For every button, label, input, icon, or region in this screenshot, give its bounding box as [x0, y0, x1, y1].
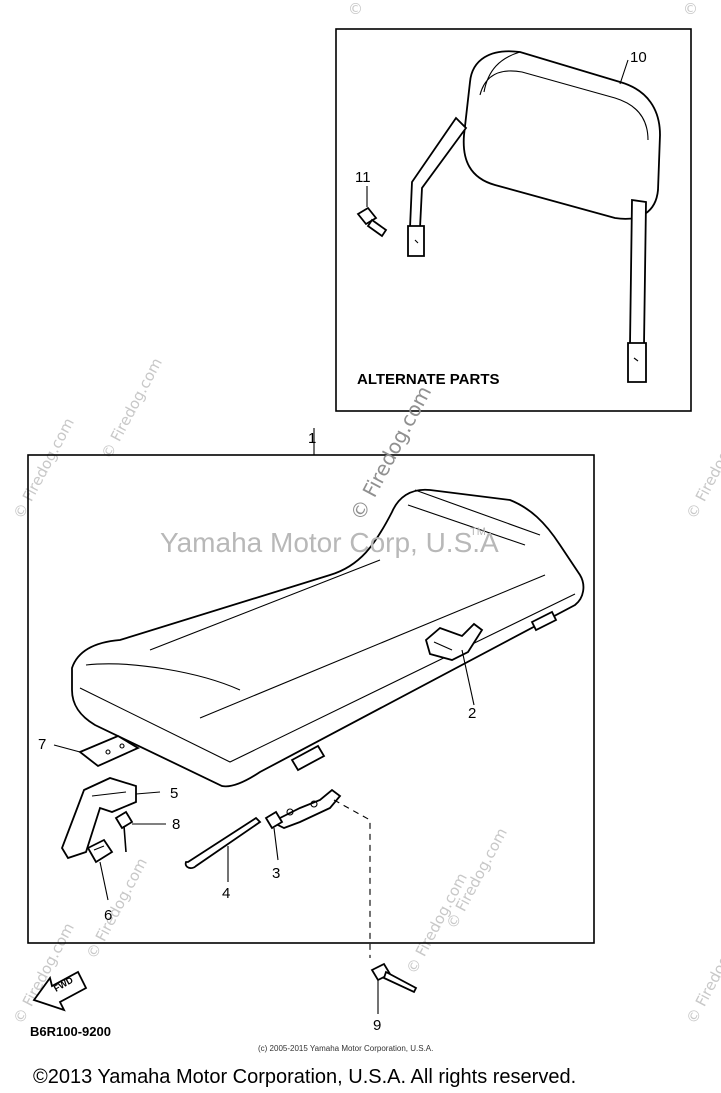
main-assembly-frame — [27, 454, 595, 944]
watermark-copyright-top-center: © — [348, 0, 363, 18]
bracket-plate — [78, 734, 140, 768]
callout-11: 11 — [355, 169, 371, 186]
watermark-yamaha-center: Yamaha Motor Corp, U.S.A — [160, 527, 499, 558]
watermark-left-lower: © Firedog.com — [83, 855, 151, 962]
callout-9: 9 — [373, 1017, 381, 1034]
callout-5: 5 — [170, 785, 178, 802]
callout-1: 1 — [308, 430, 316, 447]
backrest-frame — [407, 116, 647, 383]
seat-bracket — [61, 777, 137, 860]
lock-rod — [184, 816, 262, 869]
alternate-parts-title: ALTERNATE PARTS — [357, 371, 500, 388]
leader-9-dashed — [333, 799, 371, 958]
watermark-right-bottom: © Firedog.com — [683, 920, 721, 1027]
leader-10 — [619, 59, 629, 85]
leader-7 — [53, 744, 81, 753]
callout-8: 8 — [172, 816, 180, 833]
callout-3: 3 — [272, 865, 280, 882]
diagram-code: B6R100-9200 — [30, 1024, 111, 1039]
backrest-pad — [462, 50, 661, 220]
watermark-trademark: TM — [470, 526, 486, 538]
seat-tag — [424, 622, 484, 661]
footer-copyright: ©2013 Yamaha Motor Corporation, U.S.A. A… — [33, 1066, 576, 1088]
rivet — [114, 810, 134, 853]
seat-hinges — [290, 610, 558, 772]
watermark-right-mid: © Firedog.com — [683, 415, 721, 522]
leader-3 — [273, 827, 279, 861]
screw — [370, 962, 418, 994]
bolt — [356, 206, 388, 238]
small-copyright: (c) 2005-2015 Yamaha Motor Corporation, … — [258, 1044, 433, 1053]
watermark-left-bottom: © Firedog.com — [10, 920, 78, 1027]
callout-2: 2 — [468, 705, 476, 722]
callout-7: 7 — [38, 736, 46, 753]
watermark-left-mid: © Firedog.com — [10, 415, 78, 522]
callout-10: 10 — [630, 49, 647, 66]
watermark-copyright-top-right: © — [683, 0, 698, 18]
grommet — [86, 838, 114, 864]
callout-6: 6 — [104, 907, 112, 924]
leader-5 — [135, 791, 161, 795]
watermark-left-upper: © Firedog.com — [98, 355, 166, 462]
alternate-parts-frame — [335, 28, 692, 412]
latch — [264, 788, 342, 830]
callout-4: 4 — [222, 885, 230, 902]
leader-6 — [99, 861, 109, 901]
leader-2 — [461, 649, 475, 706]
